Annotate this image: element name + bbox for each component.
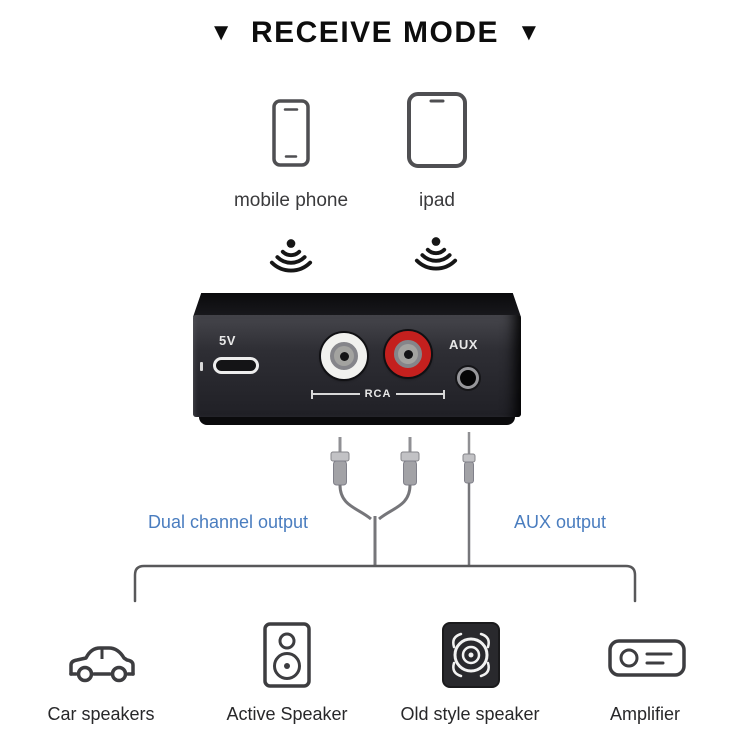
title-bar: ▼ RECEIVE MODE ▼ bbox=[0, 16, 750, 50]
wireless-signal-right-icon bbox=[407, 236, 465, 283]
down-triangle-left-icon: ▼ bbox=[209, 19, 233, 46]
car-icon bbox=[63, 634, 139, 689]
old-style-speaker-label: Old style speaker bbox=[400, 704, 540, 724]
ipad-icon bbox=[405, 90, 469, 175]
ipad-label: ipad bbox=[419, 190, 455, 211]
power-port-label: 5V bbox=[219, 333, 236, 348]
rca-white-jack bbox=[321, 333, 367, 379]
aux-output-label: AUX output bbox=[513, 512, 607, 532]
active-speaker-label: Active Speaker bbox=[226, 704, 348, 724]
page-title: RECEIVE MODE bbox=[250, 16, 500, 49]
rca-bracket-label: RCA bbox=[311, 387, 445, 401]
old-style-speaker-icon bbox=[440, 620, 502, 695]
aux-port-label: AUX bbox=[449, 337, 478, 352]
active-speaker-icon bbox=[261, 620, 313, 695]
device-top-face bbox=[193, 293, 521, 317]
aux-jack bbox=[457, 367, 479, 389]
device-front-panel: 5V RCA AUX bbox=[193, 315, 521, 417]
power-led bbox=[200, 362, 203, 371]
usb-c-port bbox=[213, 357, 259, 374]
car-speakers-label: Car speakers bbox=[47, 704, 155, 724]
wireless-signal-left-icon bbox=[262, 238, 320, 285]
mobile-phone-icon bbox=[270, 98, 312, 173]
dual-channel-output-label: Dual channel output bbox=[147, 512, 309, 532]
rca-red-jack bbox=[385, 331, 431, 377]
down-triangle-right-icon: ▼ bbox=[517, 19, 541, 46]
amplifier-icon bbox=[607, 634, 687, 687]
rca-port-label: RCA bbox=[364, 388, 392, 400]
bluetooth-receiver-device: 5V RCA AUX bbox=[193, 293, 521, 425]
device-base bbox=[199, 417, 515, 425]
amplifier-label: Amplifier bbox=[609, 704, 680, 724]
mobile-phone-label: mobile phone bbox=[233, 190, 349, 211]
